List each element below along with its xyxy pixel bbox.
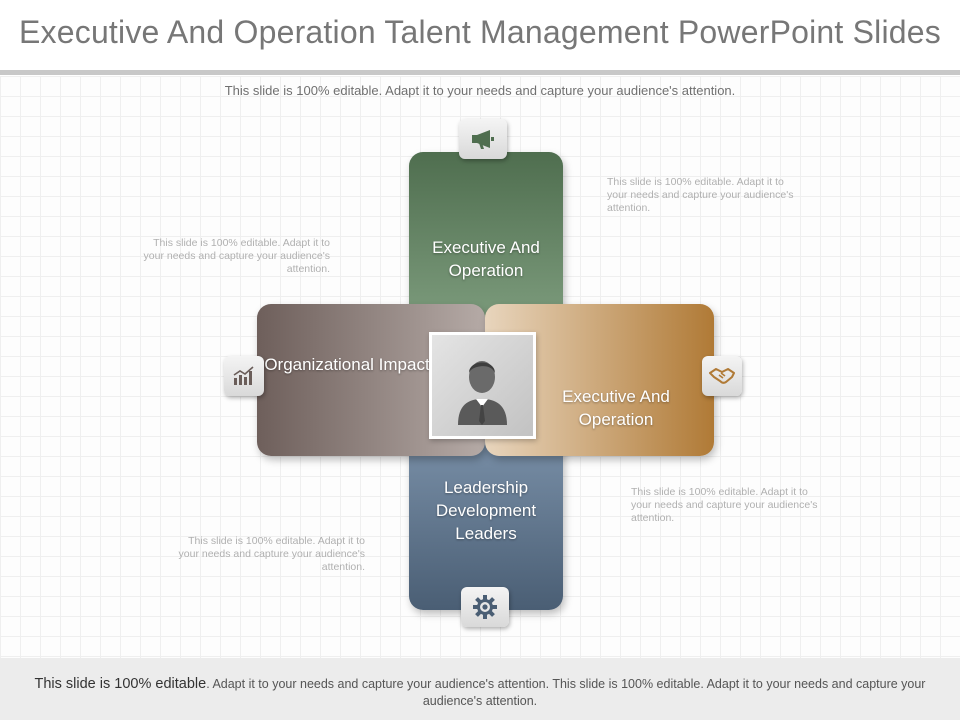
note-top-left: This slide is 100% editable. Adapt it to… [143, 237, 330, 275]
badge-bottom [461, 587, 509, 627]
businessman-icon [458, 361, 507, 425]
note-bottom-right: This slide is 100% editable. Adapt it to… [631, 486, 818, 524]
tile-label-left: Organizational Impact [264, 355, 430, 374]
badge-right [702, 356, 742, 396]
footer-lead: This slide is 100% editable [34, 676, 207, 692]
bar-chart-icon [233, 366, 254, 385]
tile-label-bottom: Leadership Development Leaders [435, 478, 537, 543]
megaphone-icon [472, 130, 494, 149]
badge-top [459, 119, 507, 159]
note-top-right: This slide is 100% editable. Adapt it to… [607, 176, 794, 214]
footer-rest: . Adapt it to your needs and capture you… [206, 677, 926, 708]
footer-text: This slide is 100% editable. Adapt it to… [20, 676, 940, 710]
badge-left [224, 356, 264, 396]
center-avatar-box [429, 332, 536, 439]
note-bottom-left: This slide is 100% editable. Adapt it to… [178, 535, 365, 573]
gear-icon [473, 595, 497, 619]
title-divider [0, 70, 960, 75]
footer-bar [0, 658, 960, 720]
slide-title: Executive And Operation Talent Managemen… [19, 14, 941, 50]
tile-label-right: Executive And Operation [562, 387, 670, 429]
tile-label-top: Executive And Operation [432, 238, 540, 280]
slide-subtitle: This slide is 100% editable. Adapt it to… [224, 83, 736, 98]
handshake-icon [709, 368, 735, 384]
